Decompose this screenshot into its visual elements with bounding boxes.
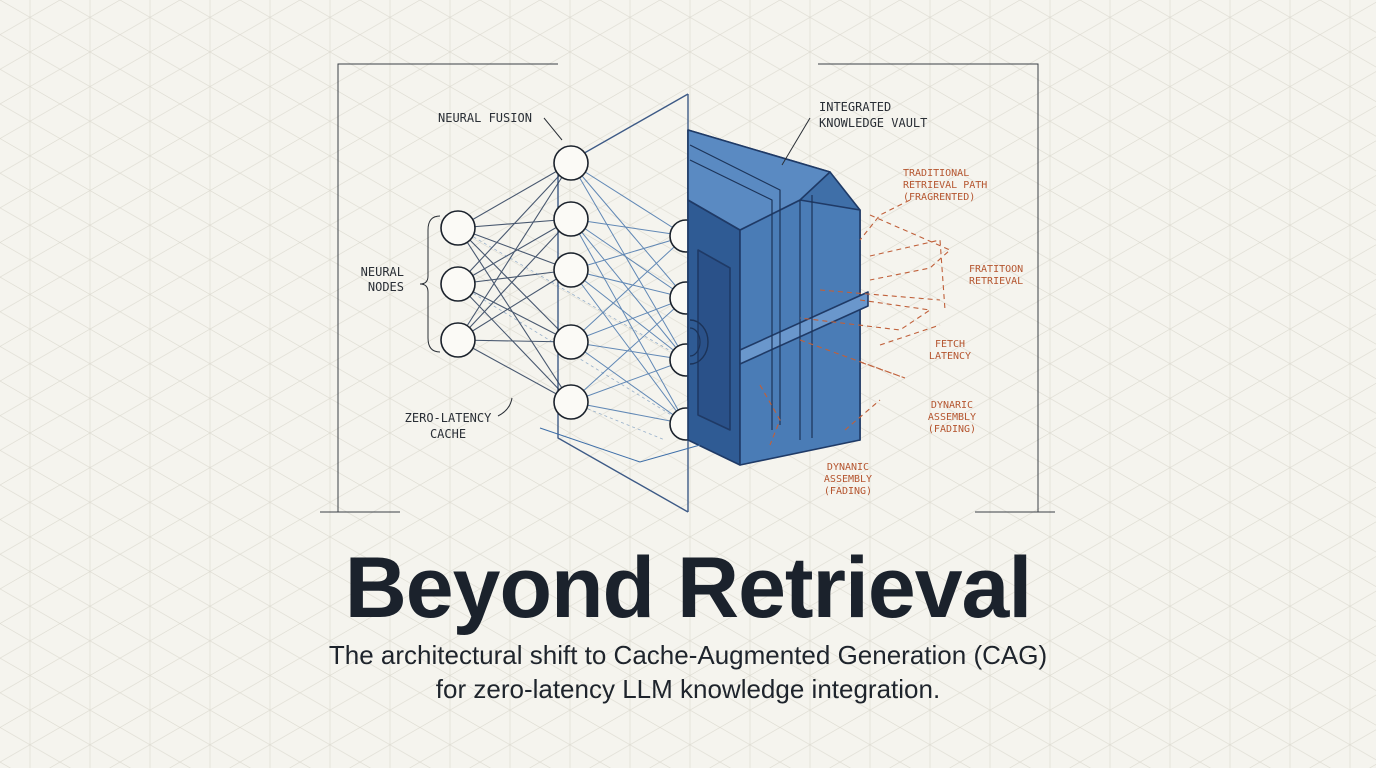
label-neural-nodes: NODES (368, 280, 404, 294)
label-dynaric-assembly: (FADING) (928, 424, 976, 435)
label-dynanic-assembly: DYNANIC (827, 462, 869, 473)
label-zero-latency-cache: CACHE (430, 427, 466, 441)
network-connections-right (570, 162, 687, 425)
node-circle (553, 384, 589, 420)
vault-seam (799, 195, 813, 440)
subtitle-line: The architectural shift to Cache-Augment… (328, 640, 1048, 670)
label-fratitoon-retrieval: RETRIEVAL (969, 276, 1023, 287)
subtitle-line: for zero-latency LLM knowledge integrati… (435, 674, 941, 704)
label-traditional-path: TRADITIONAL (903, 168, 969, 179)
fusion-nodes (553, 145, 589, 420)
label-traditional-path: (FRAGRENTED) (903, 192, 975, 203)
label-integrated-vault: INTEGRATED (819, 100, 891, 114)
label-zero-latency-cache: ZERO-LATENCY (405, 411, 492, 425)
input-nodes (440, 210, 476, 358)
label-dynaric-assembly: ASSEMBLY (928, 412, 976, 423)
node-circle (553, 145, 589, 181)
label-fratitoon-retrieval: FRATITOON (969, 264, 1023, 275)
frame-lines (320, 63, 1055, 513)
node-circle (440, 266, 476, 302)
vault-dial (689, 319, 709, 365)
node-circle (553, 201, 589, 237)
label-dynanic-assembly: (FADING) (824, 486, 872, 497)
label-fetch-latency: LATENCY (929, 351, 971, 362)
label-neural-nodes: NEURAL (361, 265, 404, 279)
node-circle (553, 252, 589, 288)
node-circle (553, 324, 589, 360)
node-circle (440, 210, 476, 246)
page-title: Beyond Retrieval (344, 540, 1033, 636)
label-fetch-latency: FETCH (935, 339, 965, 350)
vault-seam (689, 144, 781, 430)
node-circle (440, 322, 476, 358)
label-neural-fusion: NEURAL FUSION (438, 111, 532, 125)
traditional-retrieval-paths (759, 199, 952, 446)
label-dynaric-assembly: DYNARIC (931, 400, 973, 411)
vault-dial (689, 327, 701, 357)
leader-lines (419, 117, 811, 463)
page-subtitle: The architectural shift to Cache-Augment… (0, 638, 1376, 706)
vault-door-recess (697, 249, 731, 431)
knowledge-vault (687, 129, 869, 466)
label-dynanic-assembly: ASSEMBLY (824, 474, 872, 485)
label-integrated-vault: KNOWLEDGE VAULT (819, 116, 927, 130)
label-traditional-path: RETRIEVAL PATH (903, 180, 987, 191)
